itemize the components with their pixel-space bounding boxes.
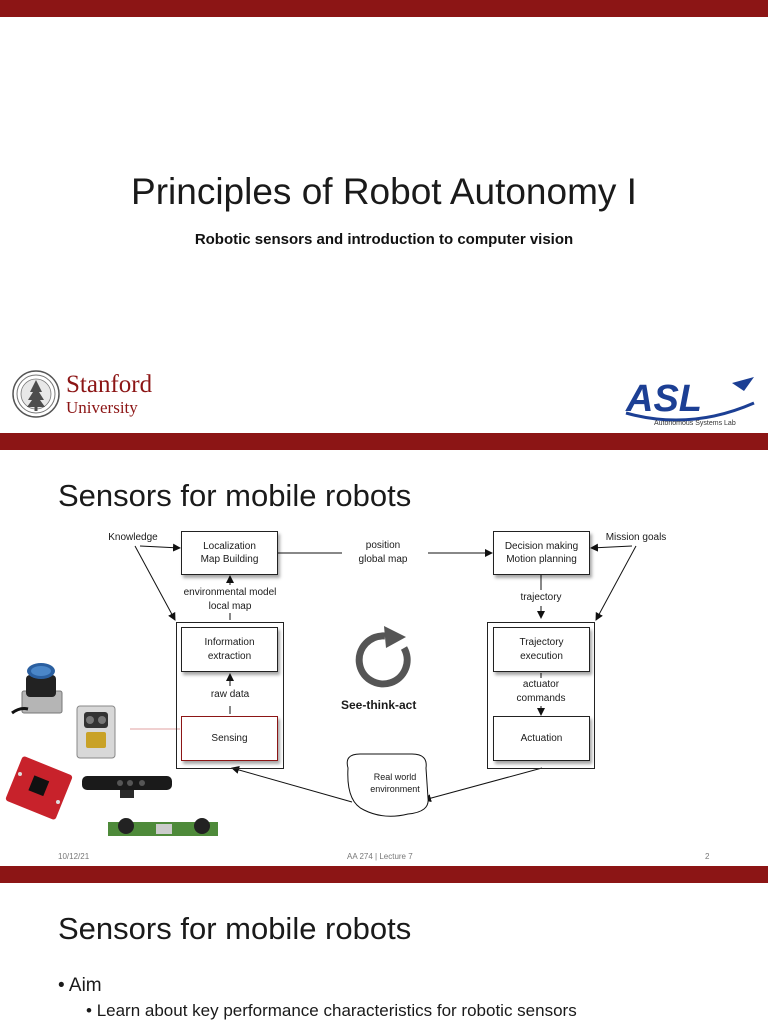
text-slide: Sensors for mobile robots • Aim • Learn … bbox=[0, 883, 768, 1024]
environment-label: Real world environment bbox=[370, 772, 420, 795]
position-label: position global map bbox=[358, 540, 408, 565]
trajectory-execution-box: Trajectory execution bbox=[493, 627, 590, 672]
asl-logo: ASL Autonomous Systems Lab bbox=[625, 377, 755, 427]
environmental-model-label: environmental model local map bbox=[183, 587, 277, 612]
footer-course: AA 274 | Lecture 7 bbox=[347, 852, 413, 861]
actuator-commands-label: actuator commands bbox=[516, 679, 566, 704]
svg-text:ASL: ASL bbox=[625, 378, 702, 420]
actuation-box: Actuation bbox=[493, 716, 590, 761]
knowledge-label: Knowledge bbox=[108, 532, 158, 543]
trajectory-label: trajectory bbox=[520, 592, 562, 603]
stanford-name: Stanford bbox=[66, 371, 153, 398]
lidar-sensor-image bbox=[11, 663, 63, 715]
stereo-camera-image bbox=[108, 818, 218, 836]
localization-box: Localization Map Building bbox=[181, 531, 278, 575]
raw-data-label: raw data bbox=[210, 689, 250, 700]
top-bar bbox=[0, 0, 768, 17]
stanford-seal-icon bbox=[12, 370, 60, 418]
bullet-level-1: • Aim bbox=[58, 975, 102, 996]
information-extraction-box: Information extraction bbox=[181, 627, 278, 672]
footer-date: 10/12/21 bbox=[58, 852, 90, 861]
see-think-act-label: See-think-act bbox=[341, 698, 417, 712]
slide-separator-2 bbox=[0, 866, 768, 883]
slide-title: Sensors for mobile robots bbox=[58, 911, 412, 946]
diagram-slide: Sensors for mobile robots bbox=[0, 450, 768, 866]
presentation-title: Principles of Robot Autonomy I bbox=[131, 171, 637, 212]
camera-sensor-image bbox=[76, 705, 116, 759]
title-slide: Principles of Robot Autonomy I Robotic s… bbox=[0, 17, 768, 433]
mission-goals-label: Mission goals bbox=[605, 532, 667, 543]
stanford-university: University bbox=[66, 398, 138, 417]
imu-board-image bbox=[5, 756, 73, 820]
decision-box: Decision making Motion planning bbox=[493, 531, 590, 575]
right-loop-frame bbox=[487, 622, 595, 769]
slide-title: Sensors for mobile robots bbox=[58, 478, 412, 513]
presentation-subtitle: Robotic sensors and introduction to comp… bbox=[194, 231, 574, 248]
slide-separator-1 bbox=[0, 433, 768, 450]
sensing-box: Sensing bbox=[181, 716, 278, 761]
bullet-1-text: Aim bbox=[68, 975, 102, 996]
kinect-sensor-image bbox=[82, 776, 172, 798]
stanford-logo: Stanford University bbox=[12, 370, 152, 418]
cycle-icon bbox=[355, 632, 411, 688]
bullet-2-text: Learn about key performance characterist… bbox=[96, 1001, 577, 1020]
see-think-act-arrows bbox=[130, 543, 637, 817]
svg-text:Autonomous Systems Lab: Autonomous Systems Lab bbox=[654, 420, 736, 427]
footer-page-number: 2 bbox=[705, 852, 710, 861]
left-loop-frame bbox=[176, 622, 284, 769]
bullet-level-2: • Learn about key performance characteri… bbox=[86, 1001, 577, 1020]
